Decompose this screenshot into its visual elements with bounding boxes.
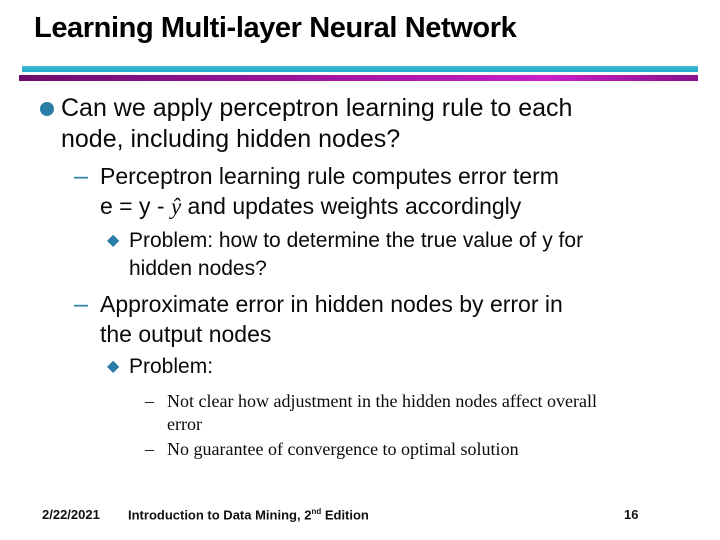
footer-document-title: Introduction to Data Mining, 2nd Edition	[128, 507, 369, 522]
bullet-text-block: Not clear how adjustment in the hidden n…	[167, 390, 720, 436]
bullet-item-level3: ◆ Problem: how to determine the true val…	[0, 227, 720, 283]
formula-pre: e = y -	[100, 193, 171, 219]
bullet-item-level3: ◆ Problem:	[0, 353, 720, 381]
footer-page-number: 16	[624, 507, 639, 522]
dash-bullet-icon: –	[74, 290, 88, 318]
bullet-item-level2: – Perceptron learning rule computes erro…	[0, 161, 720, 222]
bullet-line: hidden nodes?	[129, 257, 267, 280]
title-rule-cyan	[22, 66, 698, 72]
y-hat-symbol: ŷ	[170, 194, 182, 219]
bullet-text-block: Perceptron learning rule computes error …	[100, 161, 720, 222]
footer-title-text: Introduction to Data Mining, 2	[128, 507, 312, 523]
bullet-text-block: Problem:	[129, 353, 720, 381]
diamond-bullet-icon: ◆	[107, 232, 120, 249]
dash-bullet-icon: –	[145, 439, 154, 459]
bullet-line: Problem: how to determine the true value…	[129, 229, 584, 252]
bullet-line-formula: e = y - ŷ and updates weights accordingl…	[100, 191, 720, 222]
footer-title-text-end: Edition	[321, 507, 369, 523]
bullet-line: Problem:	[129, 355, 214, 378]
bullet-text-block: No guarantee of convergence to optimal s…	[167, 438, 720, 461]
bullet-item-level4: – Not clear how adjustment in the hidden…	[0, 390, 720, 436]
dash-bullet-icon: –	[145, 391, 154, 411]
bullet-line: node, including hidden nodes?	[61, 125, 401, 153]
bullet-text-block: Approximate error in hidden nodes by err…	[100, 289, 720, 349]
bullet-line: Approximate error in hidden nodes by err…	[100, 291, 563, 317]
formula-post: and updates weights accordingly	[181, 193, 522, 219]
bullet-text-block: Problem: how to determine the true value…	[129, 227, 720, 283]
disc-bullet-icon	[40, 102, 54, 116]
bullet-line: Can we apply perceptron learning rule to…	[61, 94, 573, 122]
dash-bullet-icon: –	[74, 162, 88, 190]
footer-title-superscript: nd	[311, 507, 322, 516]
slide-title: Learning Multi-layer Neural Network	[34, 12, 517, 44]
bullet-line: error	[167, 414, 202, 434]
bullet-line: Not clear how adjustment in the hidden n…	[167, 391, 598, 411]
diamond-bullet-icon: ◆	[107, 358, 120, 375]
title-rule-magenta	[19, 75, 698, 81]
bullet-item-level1: Can we apply perceptron learning rule to…	[0, 93, 720, 155]
bullet-text-block: Can we apply perceptron learning rule to…	[61, 93, 720, 155]
bullet-line: No guarantee of convergence to optimal s…	[167, 439, 519, 459]
bullet-item-level2: – Approximate error in hidden nodes by e…	[0, 289, 720, 349]
bullet-line: the output nodes	[100, 321, 272, 347]
footer-date: 2/22/2021	[42, 507, 100, 522]
bullet-line: Perceptron learning rule computes error …	[100, 163, 559, 189]
bullet-item-level4: – No guarantee of convergence to optimal…	[0, 438, 720, 461]
